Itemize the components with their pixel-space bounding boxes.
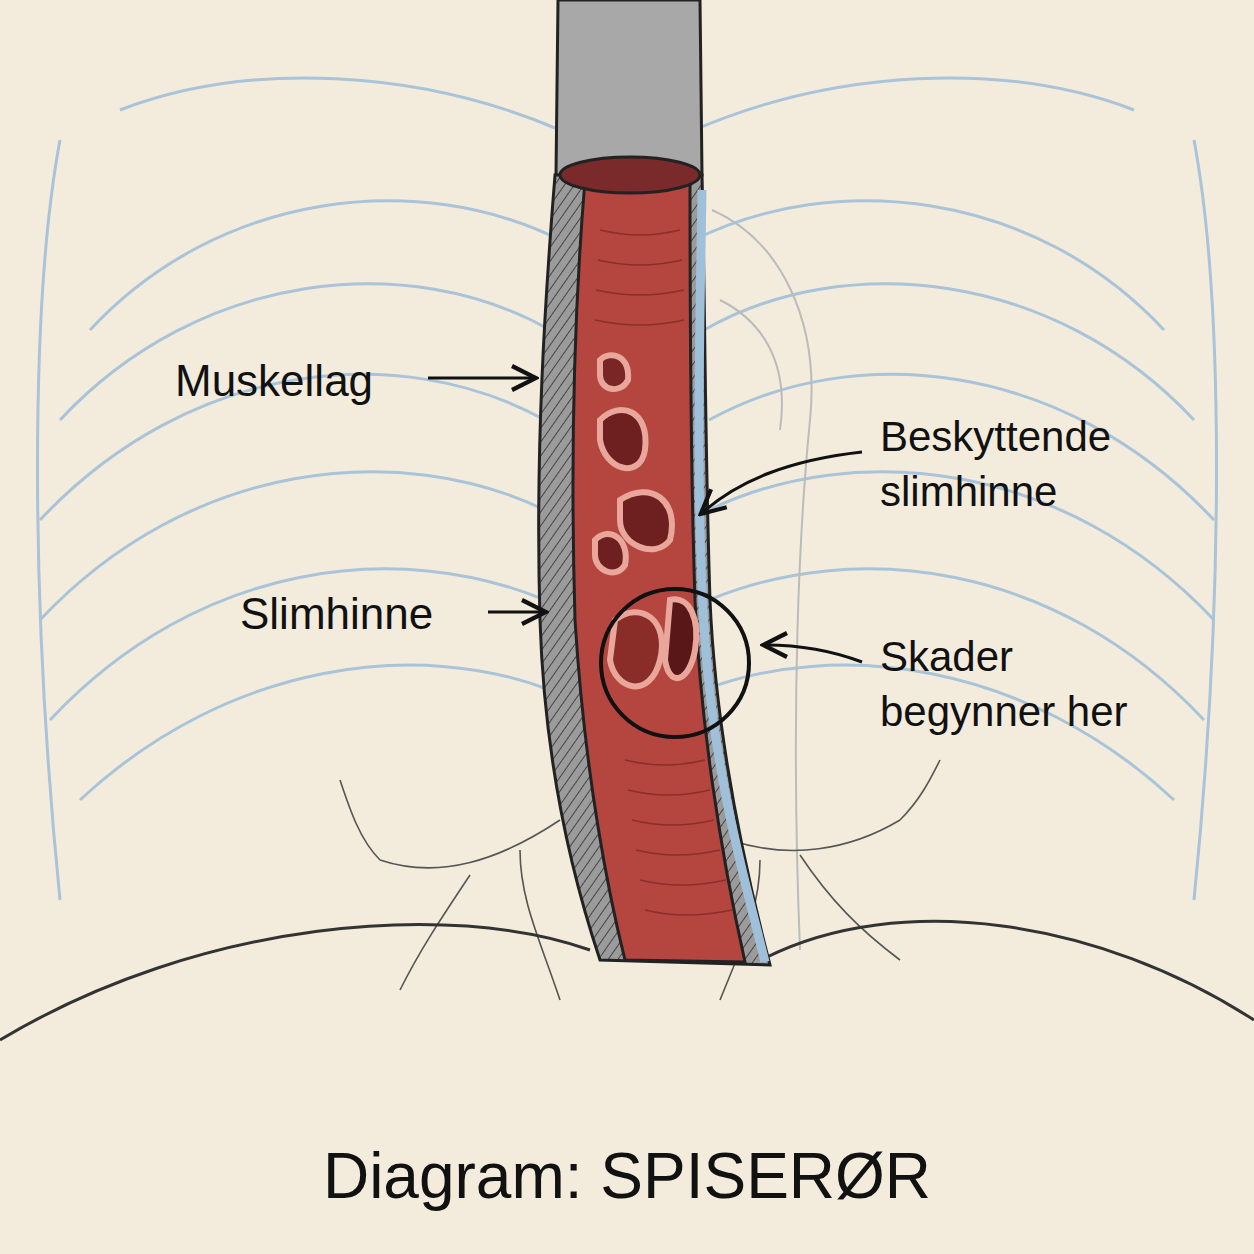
caption: Diagram: SPISERØR (0, 1135, 1254, 1218)
esophagus (539, 0, 770, 965)
lumen-rings (595, 230, 732, 915)
part-label: Slimhinne (240, 585, 480, 642)
damage-circle (601, 589, 749, 737)
part-label: Muskellag (175, 352, 435, 409)
part-label: Skader begynner her (880, 630, 1165, 739)
lesions (595, 355, 696, 686)
leader-arrows (428, 378, 862, 662)
part-label: Beskyttende slimhinne (880, 410, 1165, 519)
